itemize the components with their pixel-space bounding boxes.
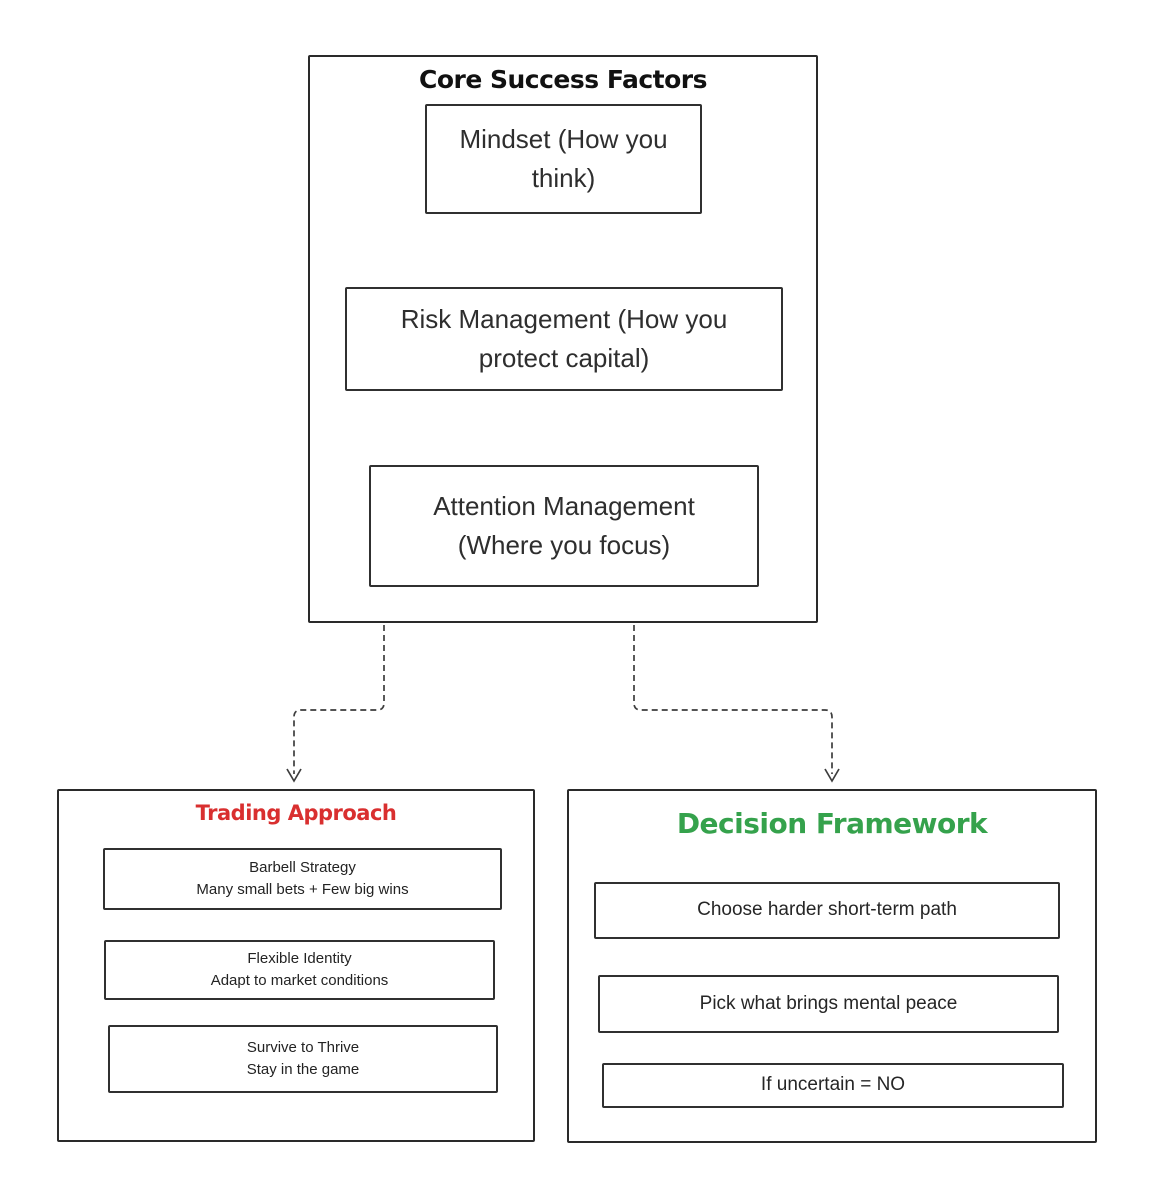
node-if-uncertain-no-label: If uncertain = NO — [760, 1074, 906, 1096]
node-flexible-identity: Flexible Identity Adapt to market condit… — [104, 940, 495, 1000]
node-pick-mental-peace-label: Pick what brings mental peace — [699, 992, 958, 1014]
node-attention-management-label: Attention Management (Where you focus) — [433, 491, 695, 560]
node-risk-management-label: Risk Management (How you protect capital… — [400, 304, 728, 373]
arrowhead-trading-icon — [286, 768, 302, 783]
node-barbell-strategy: Barbell Strategy Many small bets + Few b… — [103, 848, 502, 910]
core-group-title: Core Success Factors — [418, 65, 708, 94]
node-pick-mental-peace: Pick what brings mental peace — [598, 975, 1059, 1033]
node-mindset-label: Mindset (How you think) — [459, 124, 668, 193]
trading-group-title: Trading Approach — [195, 801, 397, 825]
node-survive-line2: Stay in the game — [246, 1061, 360, 1078]
node-risk-management: Risk Management (How you protect capital… — [345, 287, 783, 391]
node-mindset: Mindset (How you think) — [425, 104, 702, 214]
arrowhead-decision-icon — [824, 768, 840, 783]
node-survive-to-thrive: Survive to Thrive Stay in the game — [108, 1025, 498, 1093]
node-survive-line1: Survive to Thrive — [246, 1038, 360, 1056]
node-barbell-line2: Many small bets + Few big wins — [196, 881, 409, 898]
node-if-uncertain-no: If uncertain = NO — [602, 1063, 1064, 1108]
connector-to-trading-approach — [293, 625, 385, 774]
node-barbell-line1: Barbell Strategy — [249, 858, 356, 876]
connector-to-decision-framework — [633, 625, 833, 774]
core-success-factors-group: Core Success Factors Mindset (How you th… — [308, 55, 818, 623]
trading-approach-group: Trading Approach Barbell Strategy Many s… — [57, 789, 535, 1142]
node-choose-harder-path-label: Choose harder short-term path — [697, 899, 957, 921]
node-attention-management: Attention Management (Where you focus) — [369, 465, 759, 587]
decision-group-title: Decision Framework — [676, 807, 988, 840]
node-choose-harder-path: Choose harder short-term path — [594, 882, 1060, 939]
node-flexible-line1: Flexible Identity — [247, 949, 352, 967]
node-flexible-line2: Adapt to market conditions — [210, 972, 389, 989]
decision-framework-group: Decision Framework Choose harder short-t… — [567, 789, 1097, 1143]
